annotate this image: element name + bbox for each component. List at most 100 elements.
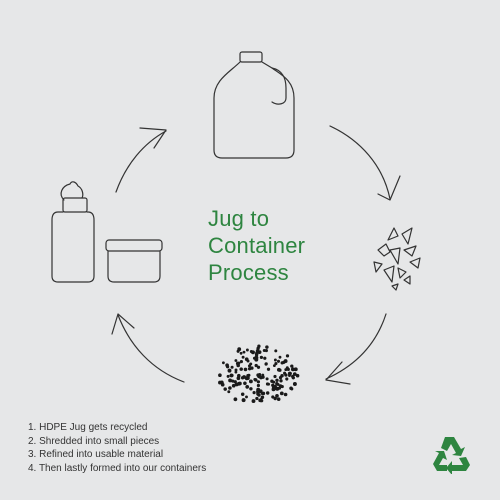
pellet-dot xyxy=(271,385,276,390)
pellet-dot xyxy=(291,376,295,380)
pellet-dot xyxy=(259,375,263,380)
arrow-shredded-to-pellets xyxy=(325,313,387,385)
pellet-dot xyxy=(263,356,267,360)
step-item: 2. Shredded into small pieces xyxy=(28,435,160,447)
pellet-dot xyxy=(234,382,239,387)
title-line-2: Container xyxy=(208,233,306,258)
recycle-icon xyxy=(433,437,470,474)
pellet-dot xyxy=(233,397,238,402)
pellet-dot xyxy=(273,396,277,401)
pellet-dot xyxy=(292,372,297,376)
pellet-dot xyxy=(265,391,270,395)
pellet-dot xyxy=(295,373,300,378)
pellet-dot xyxy=(252,391,256,395)
pellet-dot xyxy=(259,355,264,360)
pellet-dot xyxy=(285,366,289,370)
pellet-dot xyxy=(247,367,252,371)
pellet-dot xyxy=(288,374,291,377)
title-line-1: Jug to xyxy=(208,206,270,231)
pellet-dot xyxy=(243,367,248,372)
pellet-dot xyxy=(256,365,261,369)
jug-icon xyxy=(213,51,295,159)
pellet-dot xyxy=(265,377,269,381)
pellet-dot xyxy=(243,381,247,386)
pellet-dot xyxy=(245,376,250,380)
pellet-dot xyxy=(274,362,278,366)
pellet-dot xyxy=(245,395,248,399)
pellet-dot xyxy=(279,379,283,383)
pellet-dot xyxy=(223,387,227,391)
pellet-dot xyxy=(259,389,263,393)
pellet-dot xyxy=(248,379,253,384)
pellet-dot xyxy=(239,367,243,371)
pellet-dot xyxy=(218,373,222,378)
pellet-dot xyxy=(244,357,249,362)
pellet-dot xyxy=(225,363,229,368)
pellet-dot xyxy=(239,360,243,364)
pellet-dot xyxy=(234,370,238,374)
pellet-dot xyxy=(228,378,233,383)
pellet-dot xyxy=(254,363,258,368)
pellet-dot xyxy=(275,378,279,382)
pellet-dot xyxy=(236,376,241,381)
pellet-dot xyxy=(245,348,249,352)
pellet-dot xyxy=(230,365,234,369)
pellet-dot xyxy=(276,359,281,363)
pellet-dot xyxy=(241,355,245,359)
pellet-dot xyxy=(245,385,250,389)
step-item: 1. HDPE Jug gets recycled xyxy=(28,422,148,433)
pellet-dot xyxy=(290,387,294,391)
pellet-dot xyxy=(241,398,246,403)
pellet-dot xyxy=(266,367,271,371)
pellet-dot xyxy=(276,397,281,401)
pellet-dot xyxy=(234,359,238,362)
pellet-dot xyxy=(229,373,234,378)
diagram-title: Jug to Container Process xyxy=(208,205,305,286)
pellet-dot xyxy=(234,368,238,372)
step-item: 4. Then lastly formed into our container… xyxy=(28,462,207,474)
arrow-jug-to-shredded xyxy=(329,125,401,201)
pellet-dot xyxy=(278,355,282,359)
pellet-dot xyxy=(221,361,225,365)
pellet-dot xyxy=(227,390,231,394)
pellet-dot xyxy=(279,391,284,396)
pellet-dot xyxy=(280,374,284,378)
pellet-dot xyxy=(257,344,261,348)
pellet-dot xyxy=(283,392,288,397)
pellet-dot xyxy=(240,392,245,396)
pellet-dot xyxy=(256,389,260,394)
pellet-dot xyxy=(252,356,256,360)
pellet-dot xyxy=(255,396,259,401)
pellet-dot xyxy=(240,376,245,380)
pellet-dot xyxy=(231,383,236,388)
pellet-dot xyxy=(237,347,242,352)
pellet-dot xyxy=(293,367,297,371)
pellet-dot xyxy=(257,350,262,354)
pellet-dot xyxy=(292,382,297,386)
pellet-dot xyxy=(220,382,225,387)
pellet-dot xyxy=(255,351,259,355)
pellet-dot xyxy=(227,368,232,373)
pellet-dot xyxy=(272,380,276,384)
step-item: 3. Refined into usable material xyxy=(28,449,164,460)
pellet-dot xyxy=(261,373,265,377)
pellet-dot xyxy=(285,354,290,358)
pellet-dot xyxy=(273,358,277,362)
pellet-dot xyxy=(284,373,288,377)
pellet-dot xyxy=(275,393,279,398)
pellet-dot xyxy=(283,359,288,364)
pellet-dot xyxy=(264,362,268,366)
pellet-dot xyxy=(262,348,266,353)
shredded-pieces-icon xyxy=(373,227,421,291)
bottle-and-jar-icon xyxy=(51,181,163,283)
pellet-dot xyxy=(274,349,278,353)
pellet-dot xyxy=(256,383,260,388)
pellet-dot xyxy=(256,380,261,384)
pellet-dot xyxy=(265,382,270,386)
pellet-dot xyxy=(228,386,232,390)
pellet-dot xyxy=(271,395,275,399)
pellet-dot xyxy=(290,364,294,368)
arrow-containers-to-jug xyxy=(115,127,167,193)
pellet-dot xyxy=(285,377,289,381)
pellet-dot xyxy=(273,374,277,379)
